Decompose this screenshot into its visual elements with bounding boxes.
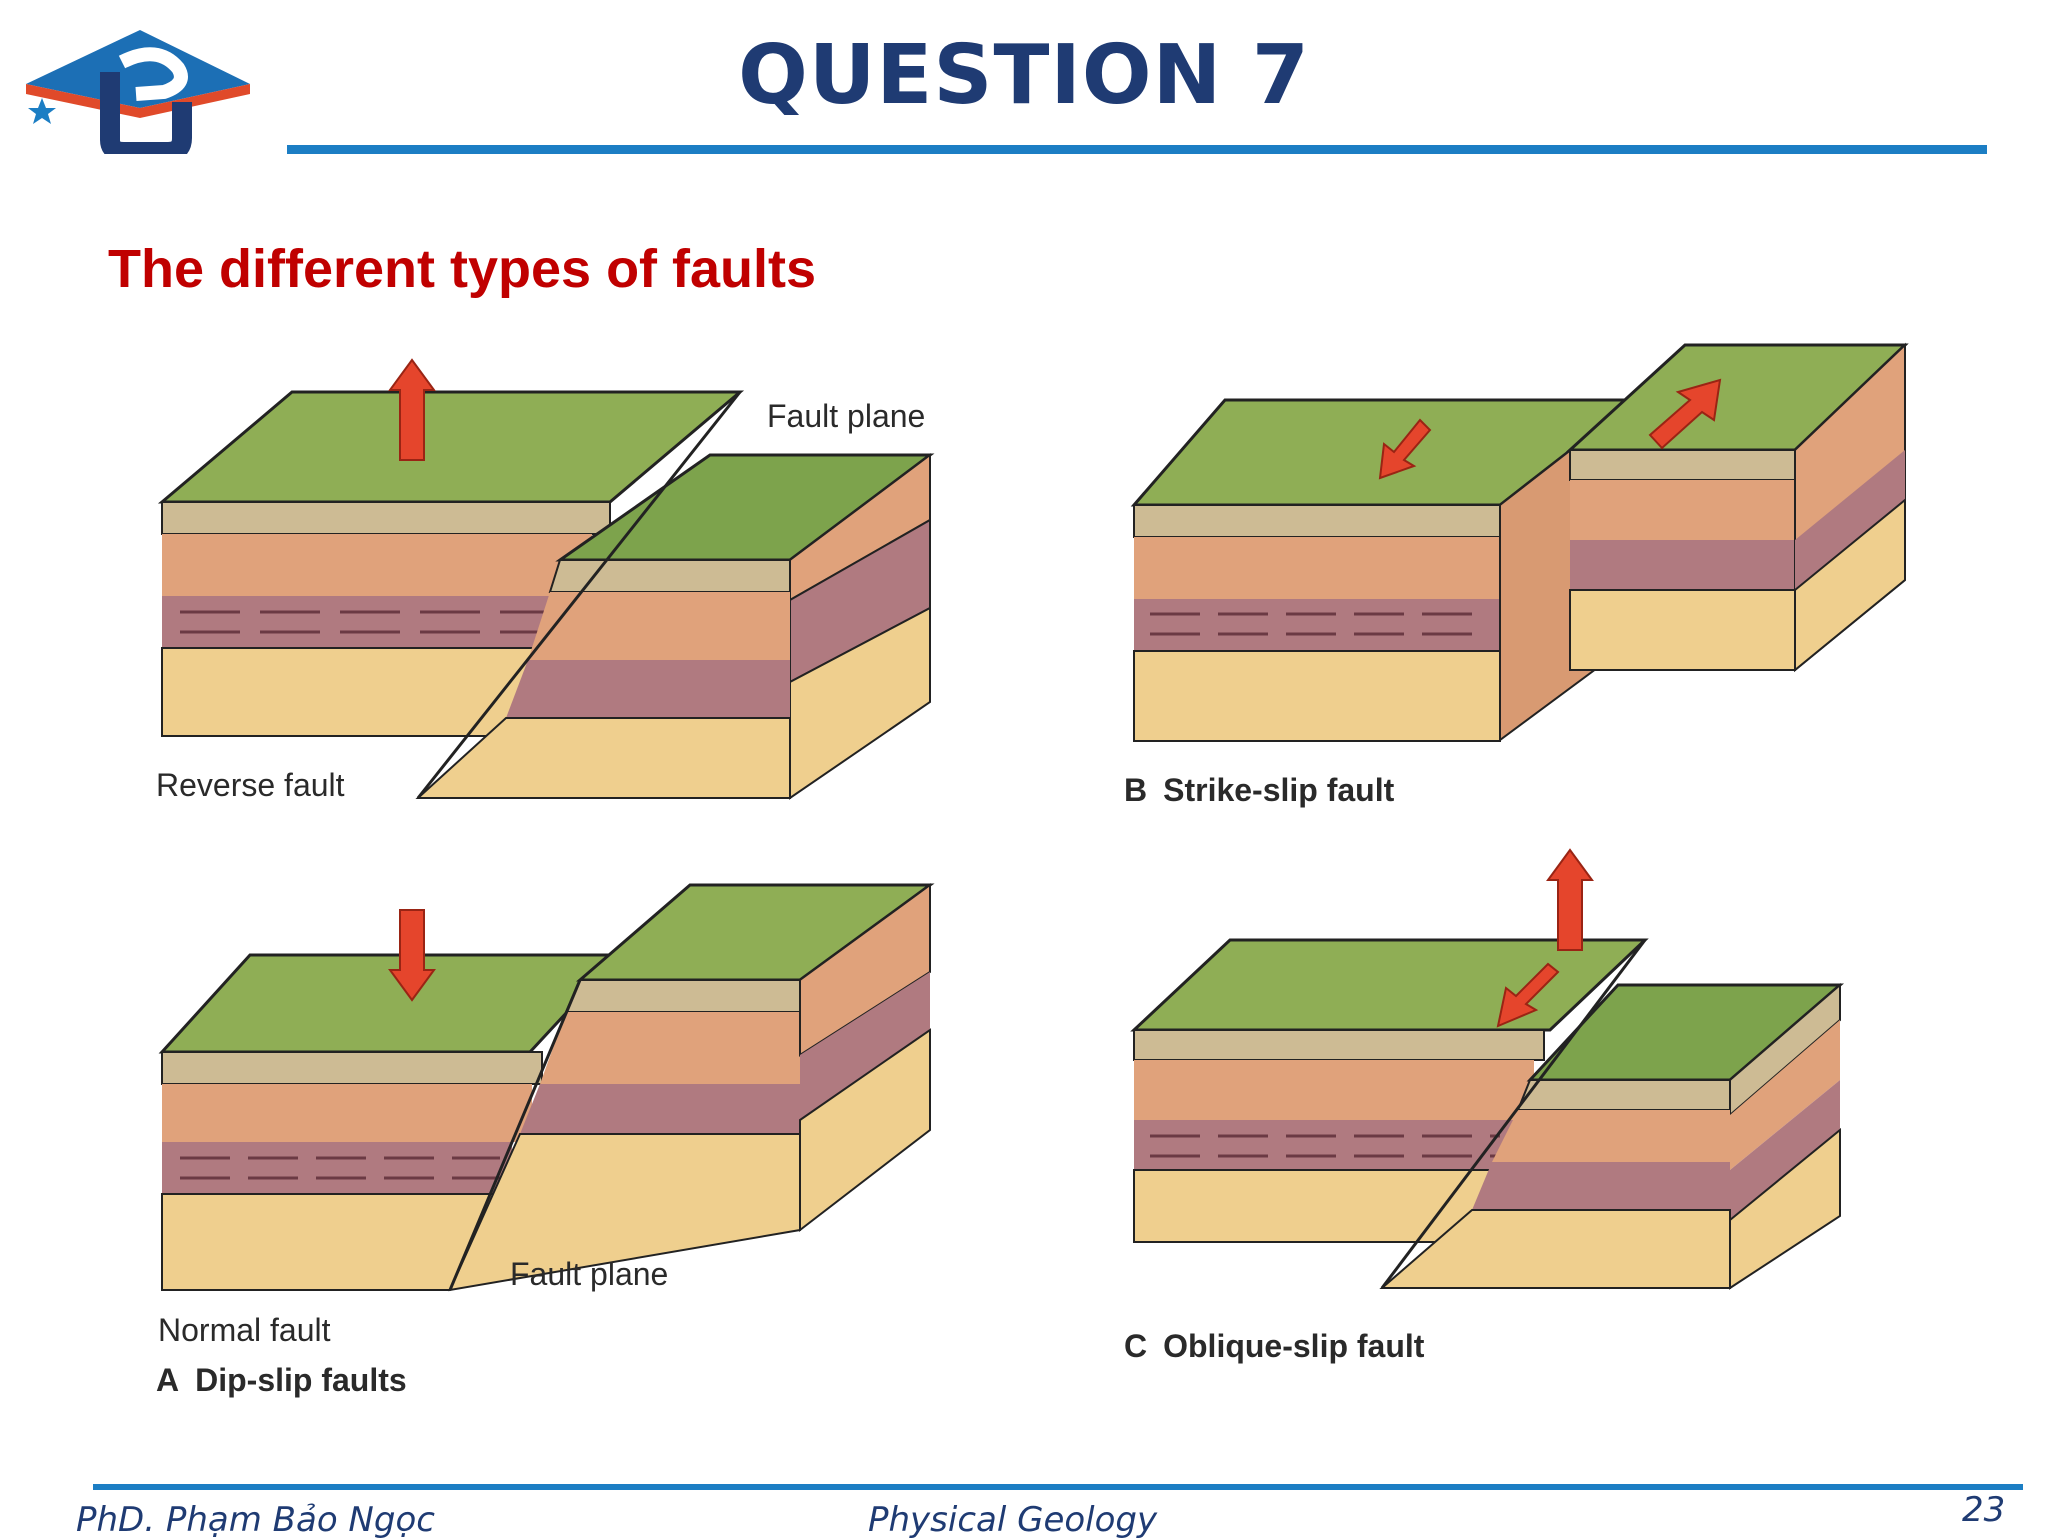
title-underline [287, 145, 1987, 154]
reverse-fault-diagram [157, 358, 935, 800]
graduation-cap-logo-icon [26, 30, 250, 154]
reverse-fault-plane-label: Fault plane [767, 398, 926, 434]
footer-page-number: 23 [1962, 1490, 2006, 1530]
strike-slip-fault-diagram [1130, 342, 1909, 742]
footer-course: Physical Geology [868, 1500, 1158, 1540]
dip-slip-caption: A Dip-slip faults [156, 1362, 407, 1399]
slide-title: QUESTION 7 [738, 28, 1310, 123]
footer-author: PhD. Phạm Bảo Ngọc [76, 1500, 435, 1540]
oblique-slip-caption: C Oblique-slip fault [1124, 1328, 1424, 1365]
oblique-slip-fault-diagram [1130, 848, 1845, 1290]
strike-slip-letter: B [1124, 772, 1148, 808]
strike-slip-caption-text: Strike-slip fault [1163, 772, 1395, 808]
normal-fault-plane-label: Fault plane [510, 1256, 669, 1292]
oblique-slip-caption-text: Oblique-slip fault [1163, 1328, 1425, 1364]
oblique-slip-letter: C [1124, 1328, 1148, 1364]
reverse-fault-caption: Reverse fault [156, 767, 345, 803]
normal-fault-diagram [158, 883, 935, 1292]
footer-rule [93, 1484, 2023, 1490]
dip-slip-caption-text: Dip-slip faults [195, 1362, 407, 1398]
dip-slip-letter: A [156, 1362, 180, 1398]
strike-slip-caption: B Strike-slip fault [1124, 772, 1394, 809]
slide-subtitle: The different types of faults [108, 239, 817, 299]
normal-fault-caption: Normal fault [158, 1312, 331, 1348]
